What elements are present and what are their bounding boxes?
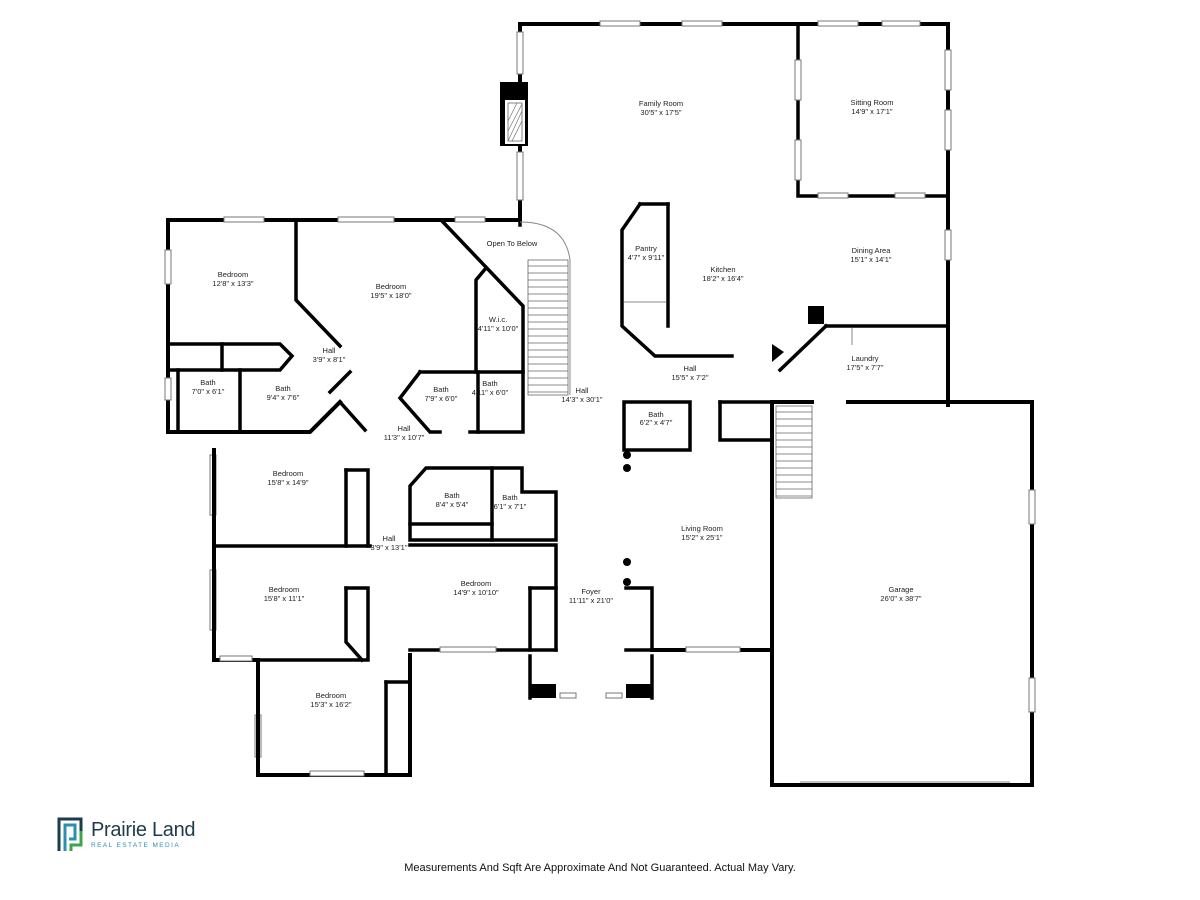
bath-c-name: Bath xyxy=(433,385,448,394)
kitchen-walls xyxy=(620,201,950,373)
bath-f-dim: 6'1" x 7'1" xyxy=(494,502,527,511)
garage-walls xyxy=(650,400,1036,787)
sitting-room-name: Sitting Room xyxy=(851,98,894,107)
hall-c-dim: 3'9" x 13'1" xyxy=(371,543,408,552)
dining-area-dim: 15'1" x 14'1" xyxy=(850,255,891,264)
upper-windows xyxy=(516,20,952,261)
hall-a-name: Hall xyxy=(323,346,336,355)
hall-stair-name: Hall xyxy=(576,386,589,395)
stair-north xyxy=(519,221,571,396)
family-room-dim: 30'5" x 17'5" xyxy=(640,108,681,117)
room-labels: Family Room 30'5" x 17'5" Sitting Room 1… xyxy=(192,98,922,709)
hall-b-name: Hall xyxy=(398,424,411,433)
foyer-walls xyxy=(528,586,654,700)
bath-b-dim: 9'4" x 7'6" xyxy=(267,393,300,402)
bath-e-dim: 8'4" x 5'4" xyxy=(436,500,469,509)
bath-c-dim: 7'9" x 6'0" xyxy=(425,394,458,403)
bath-a-name: Bath xyxy=(200,378,215,387)
stair-treads xyxy=(528,265,812,497)
bath-center-dim: 6'2" x 4'7" xyxy=(640,418,673,427)
bedroom-w1-name: Bedroom xyxy=(273,469,303,478)
dining-area-name: Dining Area xyxy=(852,246,892,255)
pantry-name: Pantry xyxy=(635,244,657,253)
bedroom-w1-dim: 15'8" x 14'9" xyxy=(267,478,308,487)
center-walls xyxy=(622,400,774,586)
bath-e-name: Bath xyxy=(444,491,459,500)
laundry-name: Laundry xyxy=(851,354,878,363)
hall-center-dim: 15'5" x 7'2" xyxy=(672,373,709,382)
bath-b-name: Bath xyxy=(275,384,290,393)
bedroom-w2-name: Bedroom xyxy=(269,585,299,594)
foyer-name: Foyer xyxy=(581,587,601,596)
left-wing-walls xyxy=(166,218,525,434)
bath-f-name: Bath xyxy=(502,493,517,502)
hall-stair-dim: 14'3" x 30'1" xyxy=(561,395,602,404)
middle-walls xyxy=(408,466,558,653)
bedroom-sw-dim: 15'3" x 16'2" xyxy=(310,700,351,709)
wic-dim: 4'11" x 10'0" xyxy=(478,324,519,333)
sitting-room-dim: 14'9" x 17'1" xyxy=(851,107,892,116)
open-to-below-label: Open To Below xyxy=(487,239,538,248)
logo-title: Prairie Land xyxy=(91,818,196,841)
disclaimer-text: Measurements And Sqft Are Approximate An… xyxy=(404,862,796,874)
bedroom-nw-name: Bedroom xyxy=(218,270,248,279)
logo-subtitle: REAL ESTATE MEDIA xyxy=(91,841,181,849)
bath-a-dim: 7'0" x 6'1" xyxy=(192,387,225,396)
bedroom-sw-name: Bedroom xyxy=(316,691,346,700)
bedroom-master-name: Bedroom xyxy=(376,282,406,291)
bath-center-name: Bath xyxy=(648,410,663,419)
laundry-dim: 17'5" x 7'7" xyxy=(847,363,884,372)
garage-dim: 26'0" x 38'7" xyxy=(880,594,921,603)
hall-a-dim: 3'9" x 8'1" xyxy=(313,355,346,364)
wic-name: W.i.c. xyxy=(489,315,507,324)
kitchen-dim: 18'2" x 16'4" xyxy=(702,274,743,283)
garage-name: Garage xyxy=(888,585,913,594)
bedroom-mid-name: Bedroom xyxy=(461,579,491,588)
bedroom-w2-dim: 15'8" x 11'1" xyxy=(264,594,305,603)
bath-d-dim: 4'11" x 6'0" xyxy=(472,388,509,397)
hall-c-name: Hall xyxy=(383,534,396,543)
kitchen-name: Kitchen xyxy=(710,265,735,274)
pantry-dim: 4'7" x 9'11" xyxy=(628,253,665,262)
living-room-name: Living Room xyxy=(681,524,723,533)
bath-d-name: Bath xyxy=(482,379,497,388)
living-room-dim: 15'2" x 25'1" xyxy=(681,533,722,542)
west-bedroom-walls xyxy=(212,448,412,777)
hall-center-name: Hall xyxy=(684,364,697,373)
logo-mark-icon xyxy=(57,817,83,851)
hall-b-dim: 11'3" x 10'7" xyxy=(384,433,425,442)
foyer-dim: 11'11" x 21'0" xyxy=(569,596,614,605)
bedroom-nw-dim: 12'8" x 13'3" xyxy=(212,279,253,288)
bedroom-mid-dim: 14'9" x 10'10" xyxy=(453,588,499,597)
company-logo: Prairie Land REAL ESTATE MEDIA xyxy=(55,815,196,853)
family-room-name: Family Room xyxy=(639,99,683,108)
bedroom-master-dim: 19'5" x 18'0" xyxy=(370,291,411,300)
